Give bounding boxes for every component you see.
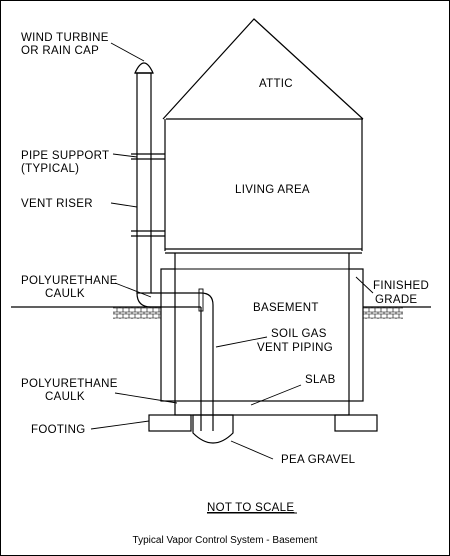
label-pipe-support-typical: (TYPICAL): [21, 163, 79, 175]
label-grade: GRADE: [375, 294, 417, 306]
pea-gravel-pit: [192, 414, 234, 444]
soil-gas-vent-piping: [198, 288, 214, 431]
leader-lines: [90, 42, 374, 460]
label-rain-cap: OR RAIN CAP: [21, 45, 99, 57]
label-finished: FINISHED: [373, 280, 429, 292]
label-wind-turbine: WIND TURBINE: [21, 32, 109, 44]
label-soil-gas: SOIL GAS: [271, 328, 327, 340]
label-polyurethane-top: POLYURETHANE: [21, 275, 118, 287]
diagram-labels: WIND TURBINE OR RAIN CAP PIPE SUPPORT (T…: [21, 32, 429, 514]
label-not-to-scale: NOT TO SCALE: [207, 502, 294, 514]
label-vent-riser: VENT RISER: [21, 198, 93, 210]
footings: [148, 414, 378, 432]
roof: [162, 18, 364, 120]
label-caulk-bottom: CAULK: [45, 391, 85, 403]
ground-soil: [11, 306, 431, 319]
label-basement: BASEMENT: [253, 302, 319, 314]
label-caulk-top: CAULK: [45, 288, 85, 300]
foundation-walls: [160, 253, 364, 402]
figure-caption: Typical Vapor Control System - Basement: [133, 535, 318, 546]
vent-riser-pipe: [131, 62, 201, 308]
label-living-area: LIVING AREA: [235, 184, 310, 196]
label-polyurethane-bottom: POLYURETHANE: [21, 378, 118, 390]
living-area-walls: [164, 119, 363, 254]
label-attic: ATTIC: [259, 78, 293, 90]
label-pipe-support: PIPE SUPPORT: [21, 150, 109, 162]
label-slab: SLAB: [305, 374, 336, 386]
label-pea-gravel: PEA GRAVEL: [281, 454, 356, 466]
label-vent-piping: VENT PIPING: [257, 342, 333, 354]
label-footing: FOOTING: [31, 424, 86, 436]
